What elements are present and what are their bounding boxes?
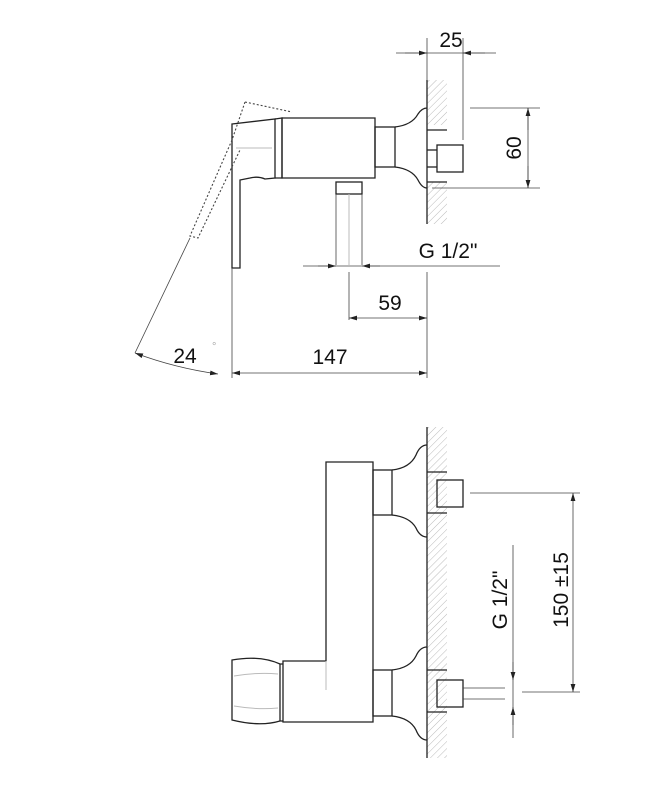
escutcheon-lower bbox=[391, 646, 428, 741]
connector-upper bbox=[372, 469, 393, 516]
nipple-lower bbox=[436, 679, 464, 708]
connector bbox=[374, 126, 396, 168]
wall-hatch bbox=[427, 182, 447, 224]
dim-angle-label: 24 bbox=[173, 345, 197, 368]
dim-length-label: 147 bbox=[312, 346, 347, 369]
outlet-nut bbox=[335, 181, 363, 195]
dim-outlet-label: 59 bbox=[378, 292, 401, 315]
body-cap bbox=[274, 117, 283, 179]
lever-handle bbox=[231, 118, 276, 269]
escutcheon bbox=[394, 107, 428, 189]
mixer-body bbox=[281, 117, 376, 179]
wall-hatch bbox=[427, 80, 447, 125]
dim-thread-label: G 1/2" bbox=[489, 571, 512, 630]
nipple-upper bbox=[436, 479, 464, 508]
top-view: 25 60 G 1/2" 59 147 24 ° bbox=[134, 29, 540, 378]
escutcheon-upper bbox=[391, 444, 428, 538]
connector-lower bbox=[372, 669, 393, 717]
dim-depth-label: 25 bbox=[439, 29, 462, 52]
nipple bbox=[436, 144, 464, 173]
wall-hatch bbox=[427, 427, 447, 758]
lever-rotated-outline bbox=[189, 101, 293, 239]
dim-thread-label: G 1/2" bbox=[419, 240, 478, 263]
handle-knob bbox=[231, 657, 283, 725]
dim-height-label: 60 bbox=[503, 136, 526, 159]
degree-mark: ° bbox=[212, 341, 216, 353]
front-view: 150 ±15 G 1/2" bbox=[231, 427, 580, 758]
mixer-body bbox=[282, 461, 374, 723]
dim-spacing-label: 150 ±15 bbox=[550, 552, 573, 628]
